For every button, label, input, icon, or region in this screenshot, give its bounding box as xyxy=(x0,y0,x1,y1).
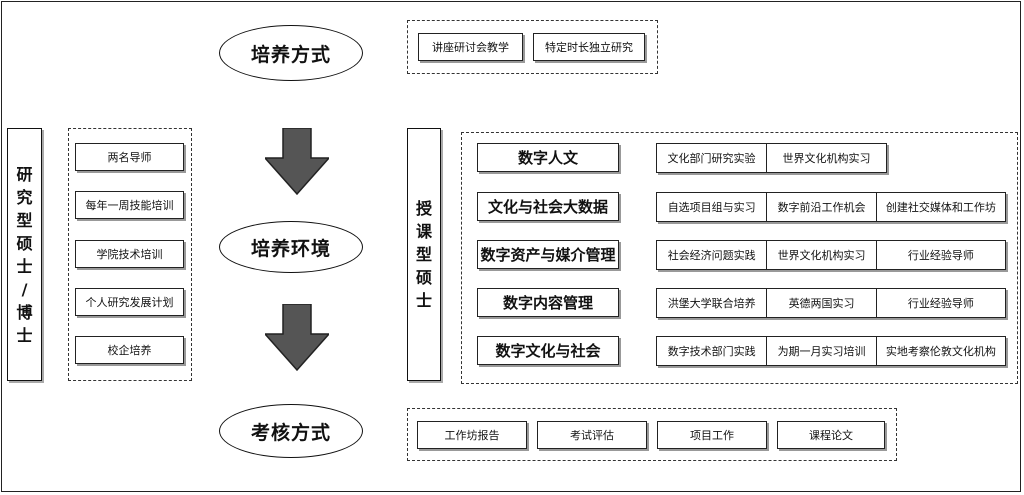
assessment-item-2: 项目工作 xyxy=(657,421,767,449)
taught-degree-label: 授 课 型 硕 士 xyxy=(407,128,441,381)
program-3-item-2: 行业经验导师 xyxy=(875,289,1005,317)
down-arrow-icon xyxy=(265,304,329,372)
program-0-item-0: 文化部门研究实验 xyxy=(667,152,756,165)
method-group xyxy=(407,20,658,74)
environment-title: 培养环境 xyxy=(250,237,331,260)
assessment-group xyxy=(407,408,897,461)
program-2-item-0: 社会经济问题实践 xyxy=(667,249,756,262)
research-item-3: 个人研究发展计划 xyxy=(75,288,184,316)
research-degree-group xyxy=(68,128,192,381)
research-item-0: 两名导师 xyxy=(75,143,184,171)
program-items-3: 洪堡大学联合培养 英德两国实习 行业经验导师 xyxy=(656,288,1006,318)
assessment-item-1: 考试评估 xyxy=(537,421,647,449)
program-name-0: 数字人文 xyxy=(477,143,619,172)
program-4-item-1: 为期一月实习培训 xyxy=(766,337,875,365)
program-name-1: 文化与社会大数据 xyxy=(477,192,619,221)
program-3-item-1: 英德两国实习 xyxy=(766,289,875,317)
down-arrow-icon xyxy=(265,128,329,196)
taught-degree-group xyxy=(461,132,1018,384)
method-item-1: 特定时长独立研究 xyxy=(533,33,645,61)
assessment-ellipse: 考核方式 xyxy=(219,404,363,458)
program-1-item-2: 创建社交媒体和工作坊 xyxy=(875,193,1005,221)
program-name-2: 数字资产与媒介管理 xyxy=(477,240,619,269)
research-item-1: 每年一周技能培训 xyxy=(75,191,184,219)
assessment-item-0: 工作坊报告 xyxy=(417,421,527,449)
program-1-item-1: 数字前沿工作机会 xyxy=(766,193,875,221)
program-name-3: 数字内容管理 xyxy=(477,288,619,317)
program-items-4: 数字技术部门实践 为期一月实习培训 实地考察伦敦文化机构 xyxy=(656,336,1006,366)
program-0-item-1: 世界文化机构实习 xyxy=(766,144,886,172)
program-name-4: 数字文化与社会 xyxy=(477,336,619,365)
program-4-item-2: 实地考察伦敦文化机构 xyxy=(875,337,1005,365)
method-item-0: 讲座研讨会教学 xyxy=(418,33,523,61)
program-items-1: 自选项目组与实习 数字前沿工作机会 创建社交媒体和工作坊 xyxy=(656,192,1006,222)
assessment-item-3: 课程论文 xyxy=(777,421,885,449)
research-item-2: 学院技术培训 xyxy=(75,240,184,268)
program-3-item-0: 洪堡大学联合培养 xyxy=(667,297,756,310)
program-1-item-0: 自选项目组与实习 xyxy=(667,201,756,214)
program-2-item-2: 行业经验导师 xyxy=(875,241,1005,269)
method-title: 培养方式 xyxy=(250,43,331,66)
assessment-title: 考核方式 xyxy=(250,421,331,444)
research-degree-label: 研 究 型 硕 士 / 博 士 xyxy=(7,128,42,381)
program-2-item-1: 世界文化机构实习 xyxy=(766,241,875,269)
research-item-4: 校企培养 xyxy=(75,336,184,364)
program-items-0: 文化部门研究实验 世界文化机构实习 xyxy=(656,143,887,173)
program-4-item-0: 数字技术部门实践 xyxy=(667,345,756,358)
method-ellipse: 培养方式 xyxy=(219,25,363,81)
program-items-2: 社会经济问题实践 世界文化机构实习 行业经验导师 xyxy=(656,240,1006,270)
environment-ellipse: 培养环境 xyxy=(219,221,363,273)
